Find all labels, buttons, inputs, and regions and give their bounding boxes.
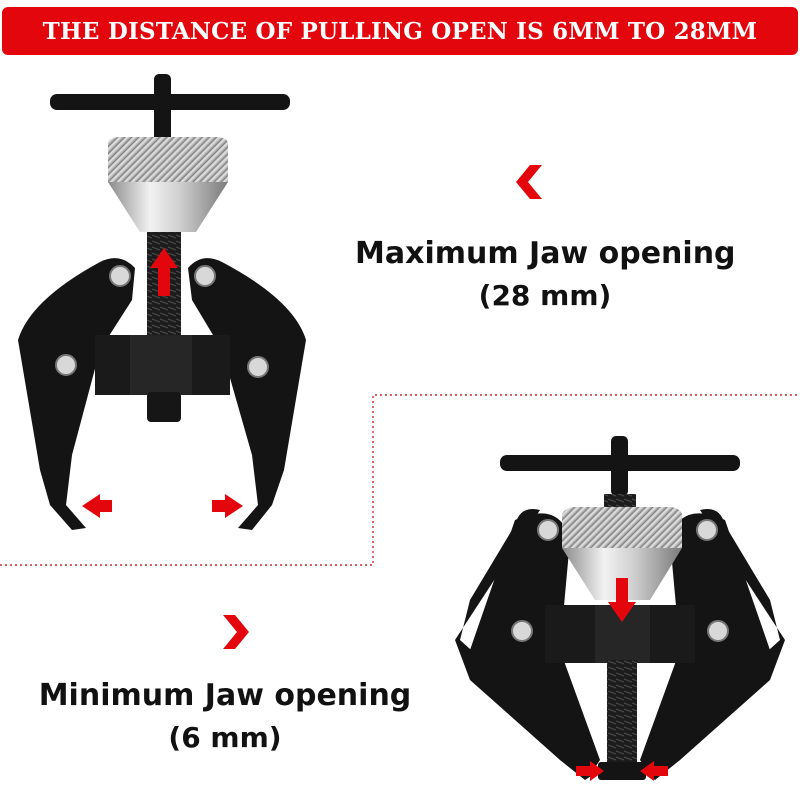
banner-text: THE DISTANCE OF PULLING OPEN IS 6MM TO 2…: [42, 17, 758, 45]
arrow-up-icon: [150, 248, 178, 296]
chevron-left-icon: [516, 165, 542, 199]
arrow-down-icon: [608, 578, 636, 622]
min-opening-caption: Minimum Jaw opening (6 mm): [30, 674, 420, 758]
arrow-right-icon: [576, 761, 604, 781]
arrow-left-icon: [640, 761, 668, 781]
puller-min-opening: [455, 436, 785, 780]
divider-lines: [0, 394, 800, 566]
min-opening-label: Minimum Jaw opening: [38, 678, 412, 713]
max-opening-value: (28 mm): [478, 279, 612, 312]
title-banner: THE DISTANCE OF PULLING OPEN IS 6MM TO 2…: [2, 7, 798, 55]
chevron-right-icon: [223, 615, 249, 649]
max-opening-label: Maximum Jaw opening: [355, 236, 736, 271]
max-opening-caption: Maximum Jaw opening (28 mm): [355, 232, 736, 316]
arrow-right-icon: [212, 494, 243, 518]
min-opening-value: (6 mm): [168, 721, 282, 754]
puller-max-opening: [18, 74, 306, 530]
arrow-left-icon: [82, 494, 112, 518]
